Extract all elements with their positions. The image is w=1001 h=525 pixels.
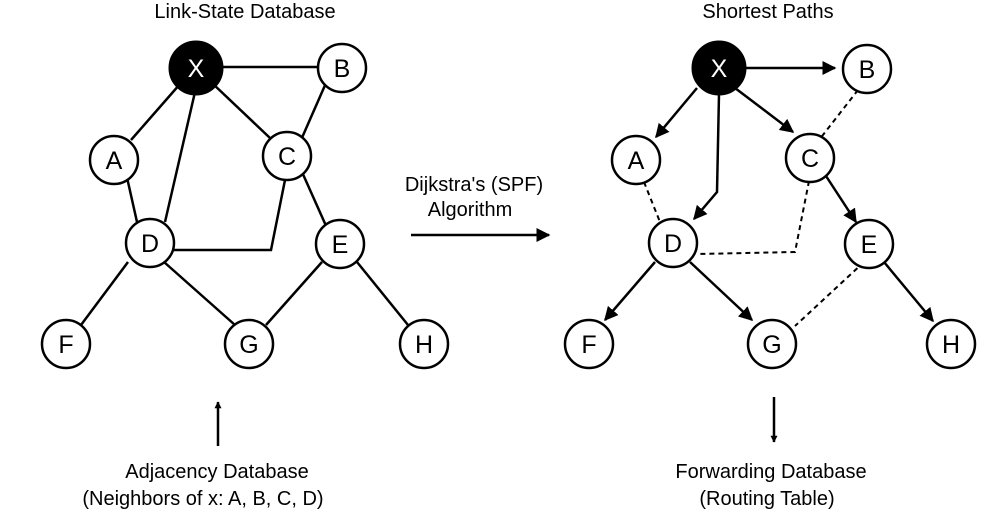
- right-graph-unused-links: [643, 89, 865, 327]
- node-e-left: E: [314, 218, 366, 270]
- node-circle-g-left: [223, 318, 275, 370]
- node-label-f-right: F: [581, 331, 596, 359]
- node-label-g-right: G: [762, 331, 781, 359]
- path-arrow-d-g: [689, 261, 754, 321]
- algorithm-label-line2: Algorithm: [428, 199, 512, 221]
- link-a-d: [124, 172, 139, 223]
- node-circle-x-left: [168, 40, 224, 96]
- link-e-h: [356, 261, 409, 326]
- node-label-e-left: E: [332, 231, 349, 259]
- node-label-c-left: C: [278, 143, 296, 171]
- link-d-f: [79, 261, 130, 326]
- node-h-left: H: [398, 318, 450, 370]
- path-arrow-x-a: [655, 87, 698, 139]
- link-e-g: [265, 261, 323, 326]
- node-circle-b-left: [316, 42, 368, 94]
- dashed-link-e-g: [794, 261, 865, 327]
- link-d-g: [163, 261, 236, 326]
- node-circle-b-right: [841, 43, 893, 95]
- node-c-left: C: [261, 130, 313, 182]
- node-circle-h-left: [398, 318, 450, 370]
- node-circle-h-right: [925, 318, 977, 370]
- routing-table-label: (Routing Table): [699, 488, 834, 510]
- forwarding-database-label: Forwarding Database: [675, 461, 866, 483]
- link-b-c: [299, 82, 328, 141]
- node-h-right: H: [925, 318, 977, 370]
- node-d-right: D: [647, 217, 699, 269]
- node-g-right: G: [746, 318, 798, 370]
- node-circle-a-left: [88, 134, 140, 186]
- link-state-database-title: Link-State Database: [154, 1, 335, 23]
- link-c-d: [172, 179, 287, 252]
- right-graph-path-arrows: [604, 61, 934, 323]
- node-e-right: E: [843, 218, 895, 270]
- dashed-link-b-c: [818, 89, 859, 141]
- node-circle-a-right: [610, 134, 662, 186]
- link-c-e: [300, 171, 329, 229]
- node-circle-e-right: [843, 218, 895, 270]
- node-x-left: X: [168, 40, 224, 96]
- link-x-a: [130, 83, 181, 141]
- node-b-right: B: [841, 43, 893, 95]
- node-circle-x-right: [691, 40, 747, 96]
- path-arrow-d-f: [604, 261, 656, 322]
- path-arrow-x-c: [734, 87, 795, 133]
- path-arrow-x-d: [693, 93, 721, 221]
- node-f-right: F: [563, 318, 615, 370]
- node-label-e-right: E: [861, 231, 878, 259]
- algorithm-label-line1: Dijkstra's (SPF): [405, 174, 543, 196]
- left-graph-links: [79, 65, 409, 326]
- node-label-b-right: B: [859, 56, 876, 84]
- node-label-h-right: H: [942, 331, 960, 359]
- node-c-right: C: [784, 132, 836, 184]
- node-g-left: G: [223, 318, 275, 370]
- node-label-b-left: B: [334, 55, 351, 83]
- node-circle-e-left: [314, 218, 366, 270]
- node-d-left: D: [124, 217, 176, 269]
- dashed-link-a-d: [643, 181, 661, 223]
- node-label-a-right: A: [628, 147, 645, 175]
- adjacency-database-label: Adjacency Database: [125, 461, 308, 483]
- node-label-c-right: C: [801, 145, 819, 173]
- node-circle-d-left: [124, 217, 176, 269]
- path-arrow-c-e: [824, 175, 858, 224]
- node-circle-c-right: [784, 132, 836, 184]
- adjacency-neighbors-label: (Neighbors of x: A, B, C, D): [82, 488, 323, 510]
- node-circle-f-right: [563, 318, 615, 370]
- link-x-d: [163, 91, 197, 223]
- dashed-link-c-d: [696, 180, 810, 255]
- node-label-g-left: G: [239, 331, 258, 359]
- node-label-d-right: D: [664, 230, 682, 258]
- node-b-left: B: [316, 42, 368, 94]
- node-circle-d-right: [647, 217, 699, 269]
- link-x-c: [211, 82, 271, 139]
- node-a-right: A: [610, 134, 662, 186]
- node-label-f-left: F: [58, 331, 73, 359]
- node-label-h-left: H: [415, 331, 433, 359]
- node-f-left: F: [40, 318, 92, 370]
- path-arrow-e-h: [883, 261, 934, 323]
- shortest-paths-title: Shortest Paths: [702, 1, 833, 23]
- node-label-x-right: X: [711, 55, 728, 83]
- node-label-x-left: X: [188, 55, 205, 83]
- node-circle-g-right: [746, 318, 798, 370]
- node-circle-f-left: [40, 318, 92, 370]
- node-label-d-left: D: [141, 230, 159, 258]
- node-label-a-left: A: [106, 147, 123, 175]
- node-a-left: A: [88, 134, 140, 186]
- node-circle-c-left: [261, 130, 313, 182]
- node-x-right: X: [691, 40, 747, 96]
